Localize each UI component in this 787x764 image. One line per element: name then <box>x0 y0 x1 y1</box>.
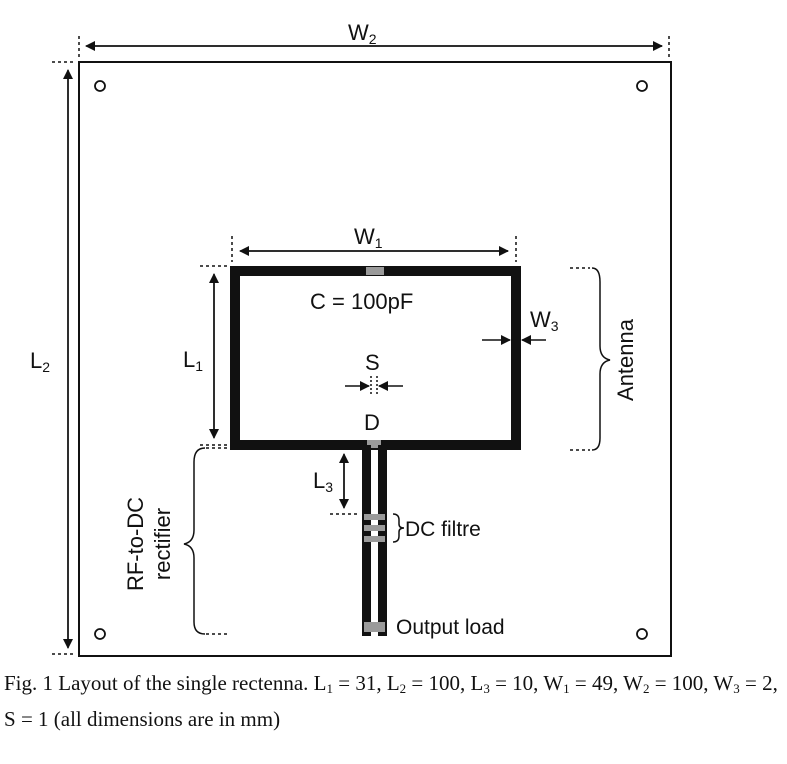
rectenna-layout-diagram: W2 L2 C = 100pF W1 L1 W3 S D <box>30 20 672 657</box>
antenna-label: Antenna <box>613 318 638 401</box>
caption-dimension-subscript: 1 <box>326 681 334 696</box>
caption-dimension-value: = 100, <box>649 671 714 695</box>
diode-component <box>367 440 381 448</box>
figure-caption: Fig. 1 Layout of the single rectenna. L1… <box>4 668 784 735</box>
mounting-hole-bottom-left <box>94 628 106 640</box>
caption-dimension-value: = 31, <box>333 671 387 695</box>
caption-dimension-symbol: W <box>623 671 643 695</box>
mounting-hole-bottom-right <box>636 628 648 640</box>
caption-dimension: S = 1 <box>4 707 54 731</box>
caption-suffix: (all dimensions are in mm) <box>53 707 281 731</box>
caption-dimension-value: = 10, <box>489 671 544 695</box>
caption-dimension: L3 = 10, <box>470 671 544 696</box>
dc-filter-brace <box>392 513 405 543</box>
mounting-hole-top-left <box>94 80 106 92</box>
rectifier-extent-lines <box>206 447 230 635</box>
caption-dimension-subscript: 3 <box>733 681 740 696</box>
output-load-label: Output load <box>396 616 505 639</box>
caption-dimension-symbol: L <box>386 671 400 695</box>
rectifier-label-line1: RF-to-DC <box>123 497 148 591</box>
l1-label: L1 <box>183 347 203 374</box>
w3-label: W3 <box>530 307 559 334</box>
caption-dimension: W2 = 100, <box>623 671 714 696</box>
dc-filter-label: DC filtre <box>405 518 481 541</box>
dc-filter-components <box>364 514 385 542</box>
l2-dimension <box>52 61 76 655</box>
w2-label: W2 <box>348 20 377 47</box>
caption-items: L1 = 31, L2 = 100, L3 = 10, W1 = 49, W2 … <box>4 671 778 731</box>
caption-dimension: L1 = 31, <box>313 671 387 696</box>
l3-label: L3 <box>313 468 333 495</box>
caption-dimension-symbol: L <box>470 671 484 695</box>
rectifier-label-line2: rectifier <box>150 508 175 580</box>
caption-dimension-value: = 1 <box>15 707 54 731</box>
antenna-brace <box>591 267 611 451</box>
w1-label: W1 <box>354 224 383 251</box>
substrate-board <box>78 61 672 657</box>
w1-dimension <box>231 236 517 262</box>
l2-label: L2 <box>30 348 50 375</box>
mounting-holes <box>94 80 648 640</box>
capacitor-label: C = 100pF <box>310 289 413 314</box>
caption-dimension-subscript: 2 <box>399 681 407 696</box>
caption-dimension-value: = 100, <box>406 671 471 695</box>
caption-dimension-subscript: 2 <box>642 681 650 696</box>
caption-dimension-value: = 49, <box>569 671 624 695</box>
caption-dimension-symbol: S <box>4 707 16 731</box>
mounting-hole-top-right <box>636 80 648 92</box>
caption-dimension-symbol: W <box>543 671 564 695</box>
caption-dimension-value: = 2, <box>739 671 778 695</box>
rectifier-brace <box>183 447 206 635</box>
caption-dimension-subscript: 3 <box>483 681 490 696</box>
caption-dimension-symbol: W <box>713 671 734 695</box>
l3-dimension <box>330 453 358 515</box>
caption-prefix: Fig. 1 Layout of the single rectenna. <box>4 671 309 695</box>
capacitor-component <box>366 267 384 275</box>
caption-dimension-subscript: 1 <box>563 681 570 696</box>
l1-dimension <box>200 265 228 446</box>
caption-dimension-symbol: L <box>313 671 327 695</box>
s-gap-dimension <box>345 376 403 396</box>
s-gap-label: S <box>365 350 380 375</box>
caption-dimension: W1 = 49, <box>543 671 624 696</box>
output-load-component <box>364 622 385 632</box>
diode-label: D <box>364 410 380 435</box>
caption-dimension: W3 = 2, <box>713 671 778 696</box>
caption-dimension: L2 = 100, <box>386 671 471 696</box>
antenna-extent-lines <box>570 267 590 451</box>
w2-dimension <box>78 36 670 60</box>
